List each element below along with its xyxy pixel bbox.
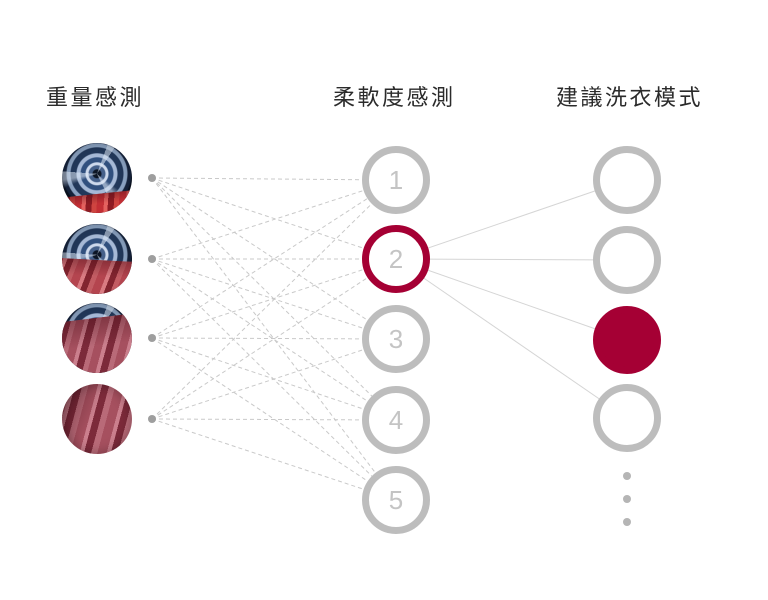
softness-node-label: 2 (388, 244, 404, 274)
mode-column-heading: 建議洗衣模式 (556, 85, 704, 110)
drum-photo-medium-load-icon (62, 224, 132, 294)
softness-column-heading: 柔軟度感測 (333, 85, 456, 110)
red-fabric-icon (62, 258, 132, 294)
mode-node-1 (593, 146, 661, 214)
connector-dot (148, 255, 156, 263)
ellipsis-dot (623, 472, 631, 480)
softness-node-label: 5 (388, 485, 404, 515)
ellipsis-dot (623, 518, 631, 526)
connector-dot (148, 334, 156, 342)
softness-node-2-active: 2 (362, 225, 430, 293)
drum-photo-light-load-icon (62, 143, 132, 213)
ellipsis-dot (623, 495, 631, 503)
mode-node-3-selected (593, 306, 661, 374)
softness-node-1: 1 (362, 146, 430, 214)
weight-column-heading: 重量感測 (46, 85, 145, 110)
softness-node-label: 3 (388, 324, 404, 354)
red-fabric-icon (62, 189, 132, 213)
softness-node-5: 5 (362, 466, 430, 534)
fabric-photo-full-load-icon (62, 384, 132, 454)
connector-dot (148, 174, 156, 182)
more-modes-indicator (623, 472, 631, 526)
mode-node-2 (593, 226, 661, 294)
mode-node-4 (593, 384, 661, 452)
red-fabric-icon (62, 312, 132, 373)
softness-node-3: 3 (362, 305, 430, 373)
softness-node-label: 4 (388, 405, 404, 435)
softness-node-4: 4 (362, 386, 430, 454)
softness-node-label: 1 (388, 165, 404, 195)
connector-dot (148, 415, 156, 423)
drum-photo-heavy-load-icon (62, 303, 132, 373)
